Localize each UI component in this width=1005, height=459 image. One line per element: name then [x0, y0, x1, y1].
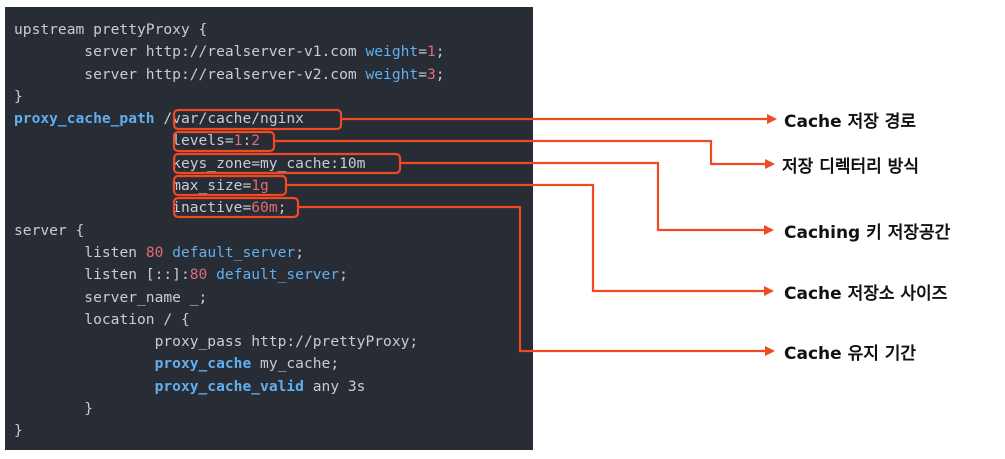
code-line-7: keys_zone=my_cache:10m: [14, 153, 445, 175]
highlight-box-levels: [172, 130, 276, 153]
code-line-2: server http://realserver-v1.com weight=1…: [84, 43, 445, 61]
code-line-9: inactive=60m;: [172, 199, 287, 217]
annotation-keys-zone: Caching 키 저장공간: [784, 223, 951, 243]
cache-path-value: /var/cache/nginx: [163, 110, 304, 128]
code-line-10: server {: [14, 221, 85, 239]
arrow-max-size: [286, 183, 774, 296]
max-size-param: max_size=1g: [172, 177, 269, 195]
code-line-4: }: [14, 87, 23, 105]
keys-zone-param: keys_zone=my_cache:10m: [172, 154, 366, 172]
arrow-keys-zone: [400, 161, 774, 235]
nginx-config-code: upstream prettyProxy { server http://rea…: [14, 19, 445, 443]
code-line-1: upstream prettyProxy {: [14, 21, 208, 38]
code-line-3: server http://realserver-v2.com weight=3…: [84, 65, 445, 83]
code-line-19: }: [14, 422, 23, 440]
annotation-max-size: Cache 저장소 사이즈: [784, 284, 948, 304]
code-line-17: proxy_cache_valid any 3s: [154, 377, 366, 395]
arrow-inactive: [298, 205, 775, 356]
arrow-levels: [274, 139, 775, 169]
code-line-15: proxy_pass http://prettyProxy;: [154, 333, 419, 351]
highlight-box-max-size: [172, 174, 288, 197]
inactive-param: inactive=60m: [172, 199, 278, 217]
highlight-box-keys-zone: [172, 152, 402, 175]
highlight-box-inactive: [172, 196, 300, 219]
levels-param: levels=1:2: [172, 132, 261, 150]
code-line-12: listen [::]:80 default_server;: [84, 266, 348, 284]
annotation-cache-path: Cache 저장 경로: [784, 112, 917, 132]
highlight-box-cache-path: [172, 108, 343, 131]
code-line-5: proxy_cache_path /var/cache/nginx: [14, 110, 304, 128]
code-line-16: proxy_cache my_cache;: [154, 355, 340, 373]
code-line-13: server_name _;: [84, 288, 208, 306]
code-line-8: max_size=1g: [14, 175, 445, 197]
annotation-inactive: Cache 유지 기간: [784, 344, 917, 364]
code-line-14: location / {: [84, 310, 190, 328]
annotation-levels: 저장 디렉터리 방식: [782, 157, 919, 177]
code-line-18: }: [84, 400, 94, 418]
code-line-11: listen 80 default_server;: [84, 243, 304, 261]
code-panel: [5, 7, 533, 450]
code-line-6: levels=1:2: [14, 130, 445, 152]
